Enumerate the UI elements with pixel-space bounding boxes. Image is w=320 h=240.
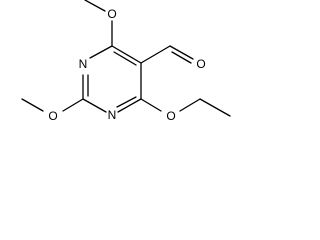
atom-o-left: O <box>48 109 57 123</box>
bond-o-top-methyl <box>84 0 106 12</box>
bond-ch2-ch3 <box>199 98 231 117</box>
bond-c6-n1 <box>117 98 142 113</box>
bond-o-ethoxy-ch2 <box>179 98 201 112</box>
bond-cho-o <box>169 45 194 60</box>
substituents <box>21 0 231 117</box>
bond-n3-c4 <box>89 45 113 59</box>
bond-n1-c2 <box>82 98 107 113</box>
atom-o-ethoxy: O <box>166 109 175 123</box>
atom-o-aldehyde: O <box>196 57 205 71</box>
bond-o-left-methyl <box>21 98 44 112</box>
bond-c6-o-ethoxy <box>140 98 162 112</box>
bond-c6-n1-inner <box>116 96 137 108</box>
atom-n1: N <box>108 108 117 122</box>
molecule-structure: N N O O O O <box>21 0 231 123</box>
bond-c4-c5 <box>111 45 142 64</box>
atom-labels: N N O O O O <box>48 7 205 123</box>
bond-cho-o-double <box>171 51 192 64</box>
bond-c5-cho <box>140 45 171 64</box>
pyrimidine-ring <box>82 45 142 113</box>
bond-c2-o-left <box>62 98 84 112</box>
atom-n3: N <box>79 57 88 71</box>
atom-o-top: O <box>107 7 116 21</box>
bond-c4-c5-inner <box>113 51 137 66</box>
